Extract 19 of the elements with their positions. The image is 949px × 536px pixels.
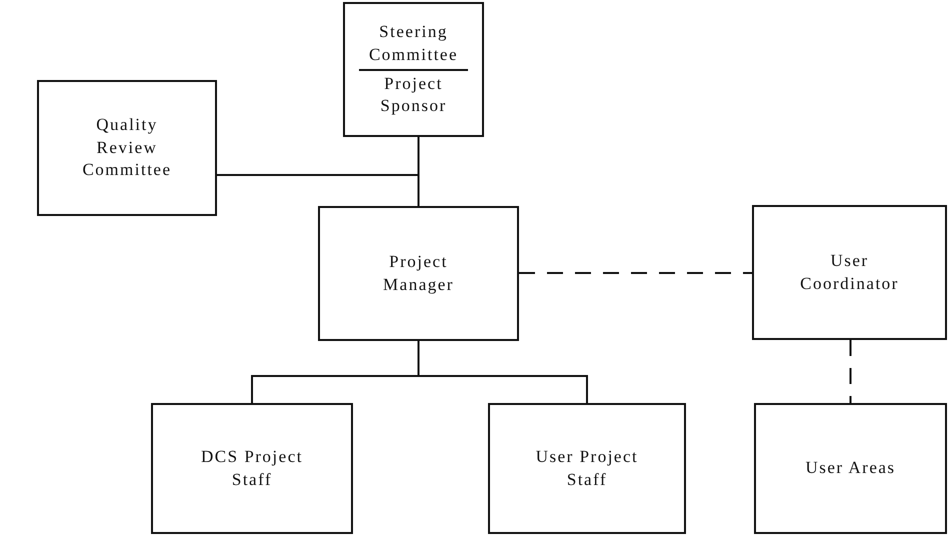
box-label: Steering Committee	[359, 20, 468, 70]
org-box	[151, 403, 353, 534]
org-box	[343, 2, 484, 137]
dashed-connector	[519, 272, 752, 274]
org-box	[754, 403, 947, 534]
box-label: User Project Staff	[534, 446, 640, 490]
connector-line	[418, 341, 588, 403]
box-label: Quality Review Committee	[81, 114, 173, 182]
box-label: Project Sponsor	[379, 72, 448, 118]
org-box	[488, 403, 686, 534]
org-box	[752, 205, 947, 340]
box-label: User Areas	[805, 457, 896, 480]
box-label: Project Manager	[382, 250, 455, 296]
connector-line	[217, 174, 420, 206]
org-box	[37, 80, 217, 216]
box-label: User Coordinator	[799, 250, 900, 294]
box-label: DCS Project Staff	[200, 446, 304, 490]
dashed-connector	[850, 340, 852, 403]
org-box	[318, 206, 519, 341]
